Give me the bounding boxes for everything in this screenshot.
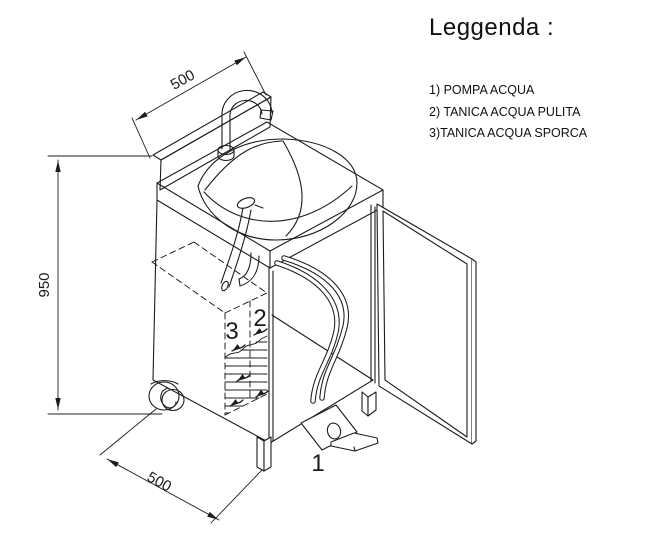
legend-items: 1) POMPA ACQUA 2) TANICA ACQUA PULITA 3)… (429, 80, 587, 145)
hoses (274, 255, 349, 404)
dimension-bottom-depth-label: 500 (144, 469, 174, 496)
dimension-top-width-label: 500 (168, 67, 198, 94)
dimension-bottom-depth (99, 408, 263, 524)
legend-title-text: Leggenda : (429, 14, 555, 41)
caster-wheel (148, 380, 185, 412)
legend-title: Leggenda : (429, 14, 554, 42)
dimension-top-width (131, 51, 267, 159)
level-arrows (229, 328, 269, 407)
sink-basin (197, 138, 358, 241)
suction-tube (238, 252, 260, 287)
drain-pipe (220, 207, 252, 292)
foot-pedal-pump (300, 404, 379, 452)
legend-item-pump: 1) POMPA ACQUA (429, 83, 535, 97)
water-level-hatching (224, 328, 269, 414)
part-label-clean-tank: 2 (253, 305, 266, 332)
countertop (156, 121, 384, 269)
drain-hole (236, 197, 256, 209)
legend-item-dirty-tank: 3)TANICA ACQUA SPORCA (429, 126, 588, 140)
open-door (376, 203, 477, 445)
dimension-height (47, 155, 163, 415)
part-label-pump: 1 (311, 450, 324, 477)
legs (256, 391, 377, 472)
part-label-dirty-tank: 3 (225, 318, 238, 345)
legend-item-clean-tank: 2) TANICA ACQUA PULITA (429, 104, 581, 119)
dimension-lines (47, 51, 267, 524)
dimension-height-label: 950 (36, 272, 53, 297)
cabinet-interior (269, 204, 376, 444)
